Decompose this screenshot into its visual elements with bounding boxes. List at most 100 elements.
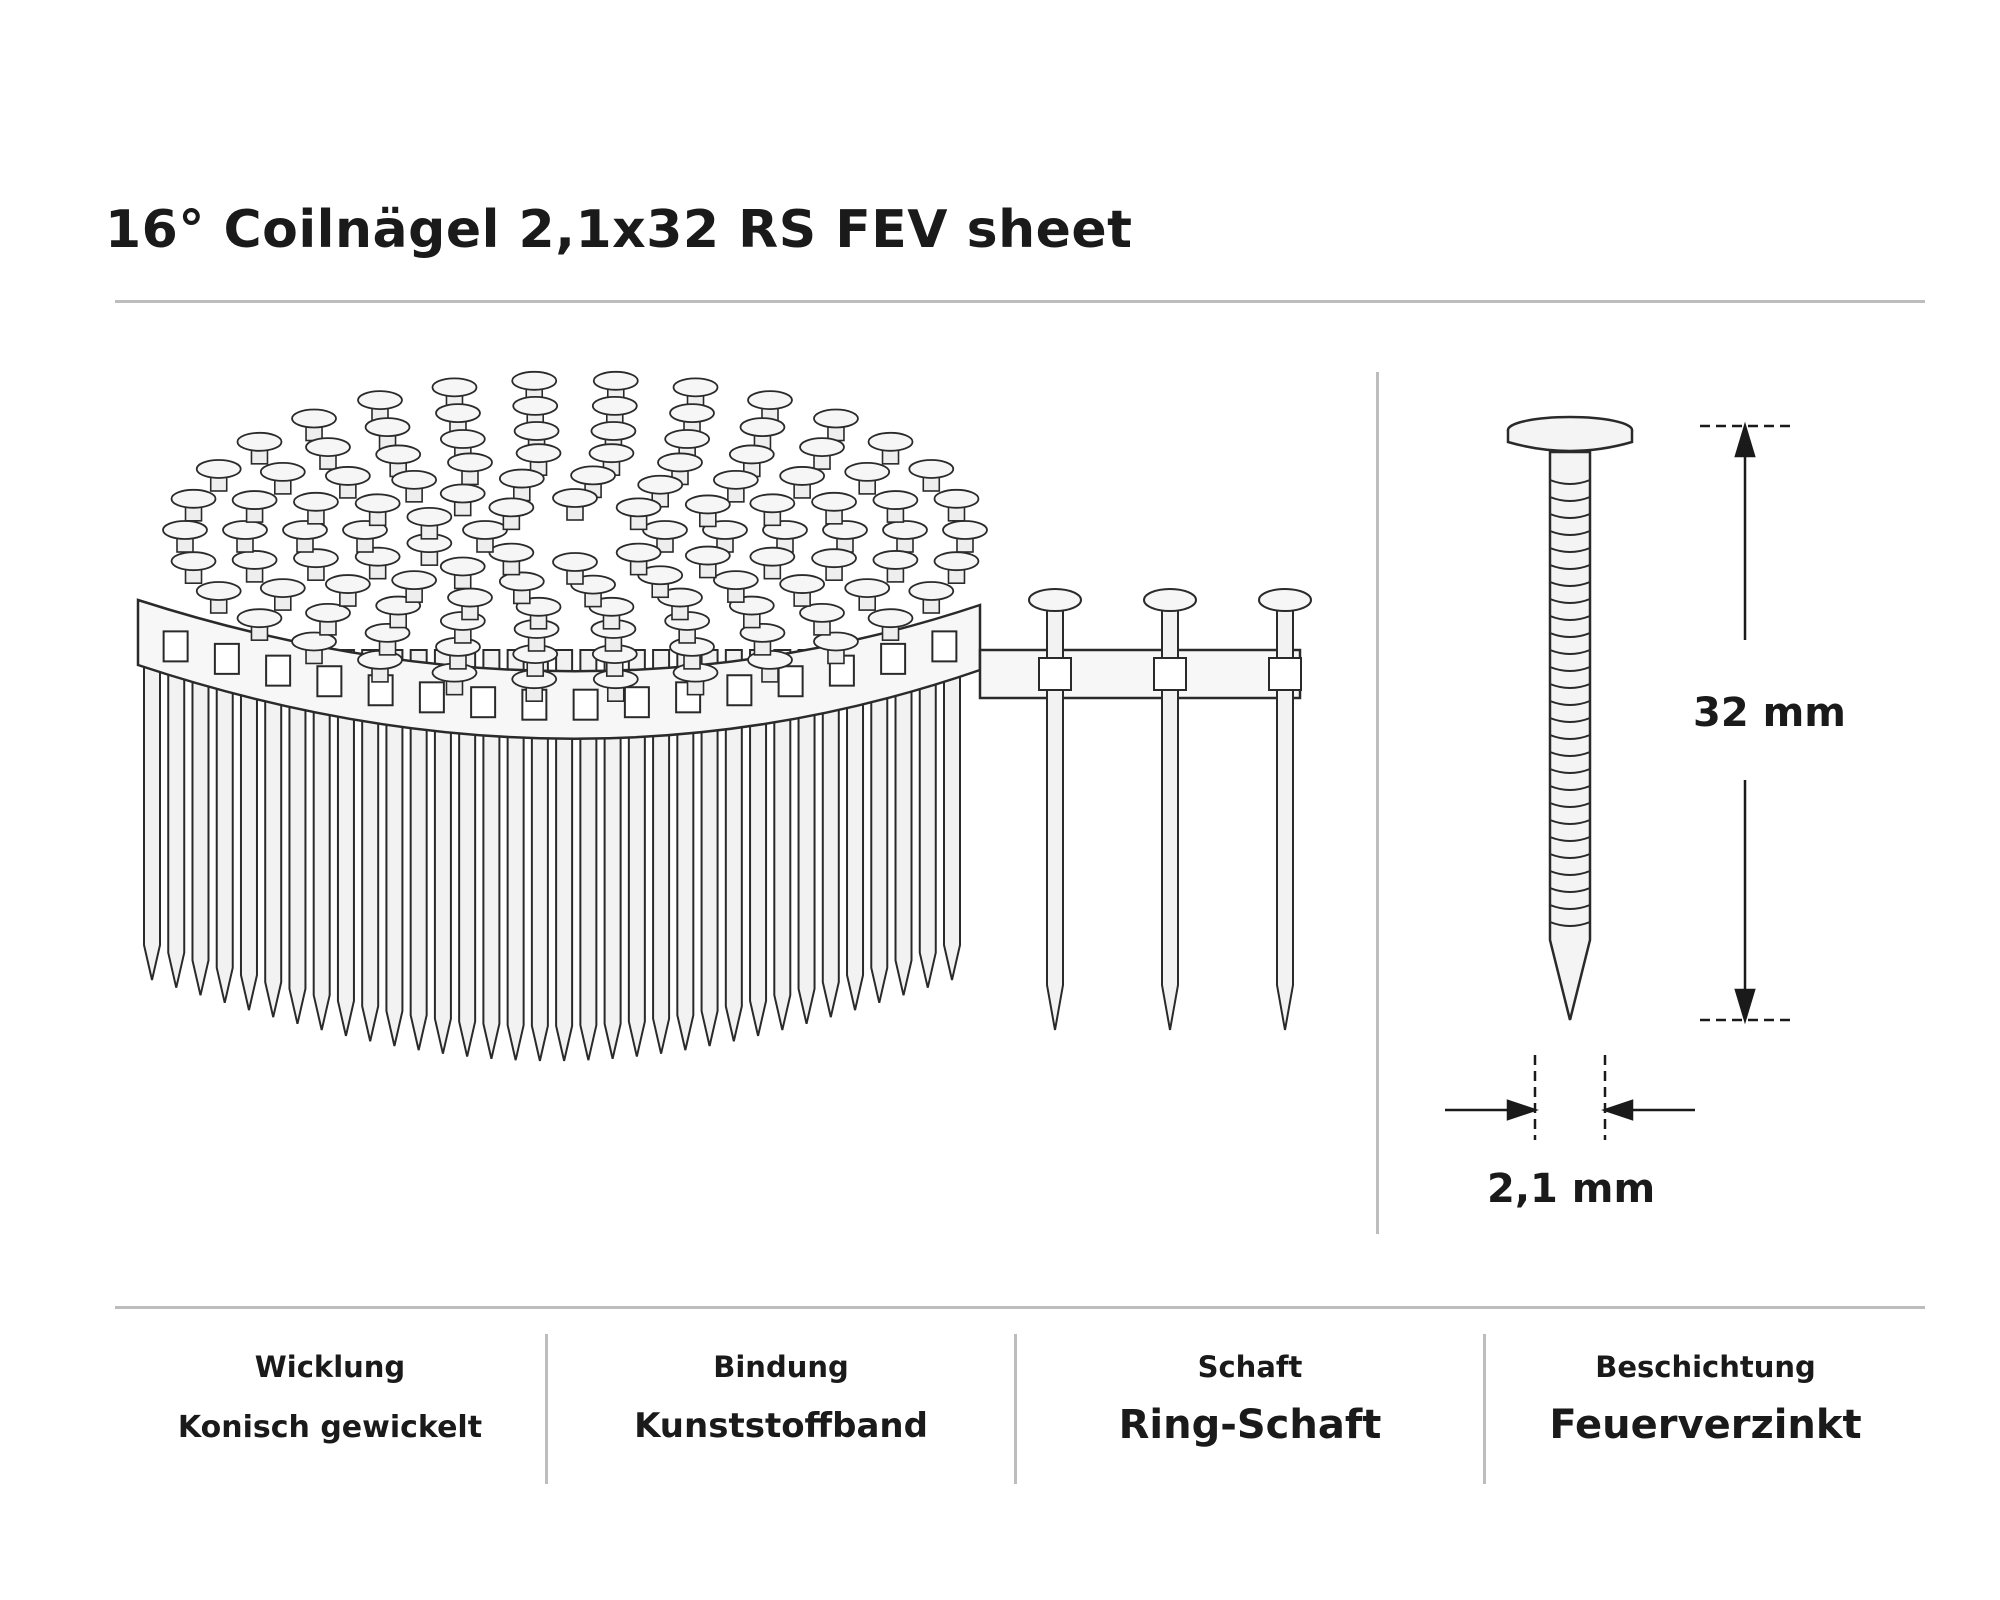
spec-value: Konisch gewickelt (177, 1410, 483, 1445)
coil-nail-head (447, 452, 493, 473)
band-slot (213, 642, 240, 675)
coil-nail-shank (143, 649, 161, 981)
nail-ring (1549, 615, 1591, 621)
coil-nail-shank (773, 649, 792, 1031)
nail-ring (1549, 530, 1591, 536)
spec-separator (1014, 1334, 1017, 1484)
nail-ring (1549, 751, 1591, 757)
coil-nail-head (942, 520, 988, 540)
nail-ring (1549, 734, 1591, 740)
coil-nail-shank (724, 649, 743, 1042)
coil-nail-head (462, 520, 508, 540)
coil-nail-head (908, 581, 955, 601)
coil-nail-head (867, 608, 914, 629)
coil-nail-head (391, 469, 438, 490)
nail-shank (1548, 450, 1592, 1021)
coil-nail-head (195, 581, 242, 601)
coil-nail-head (552, 488, 598, 508)
coil-nail-head (259, 462, 306, 482)
loose-strip-slot (1153, 657, 1187, 691)
nail-ring (1549, 819, 1591, 825)
coil-nail-head (684, 545, 731, 566)
coil-nail-head (844, 578, 891, 598)
band-slot (931, 630, 958, 663)
coil-nail-head (447, 587, 493, 608)
page-title: 16° Coilnägel 2,1x32 RS FEV sheet (105, 200, 1133, 260)
coil-nail-shank (918, 649, 937, 988)
coil-nail-head (236, 608, 283, 629)
coil-nail-head (515, 443, 562, 464)
coil-nail-head (728, 444, 775, 465)
spec-label: Wicklung (254, 1350, 406, 1384)
coil-nail-head (282, 520, 328, 540)
coil-nail-head (305, 602, 351, 623)
coil-nail-head (779, 466, 826, 486)
spec-value: Ring-Schaft (1118, 1402, 1382, 1448)
spec-schaft: Schaft Ring-Schaft (1017, 1330, 1483, 1490)
coil-nail-shank (700, 649, 719, 1047)
vertical-divider (1376, 372, 1379, 1234)
band-slot (265, 654, 292, 687)
nail-ring (1549, 785, 1591, 791)
coil-nail-shank (361, 649, 380, 1042)
coil-nail-head (236, 431, 283, 452)
coil-nail-shank (239, 649, 258, 1011)
coil-nail-head (354, 493, 401, 514)
nail-ring (1549, 887, 1591, 893)
coil-nail-shank (482, 649, 501, 1059)
nail-ring (1549, 479, 1591, 485)
coil-nail-head (588, 443, 635, 464)
nail-ring (1549, 870, 1591, 876)
nail-ring (1549, 496, 1591, 502)
coil-nail-head (439, 483, 486, 504)
coil-nail-head (591, 396, 638, 416)
band-slot (726, 674, 753, 707)
diameter-dimension-label: 2,1 mm (1487, 1166, 1656, 1212)
coil-nail-head (813, 408, 859, 429)
coil-nail-head (375, 444, 422, 465)
spec-separator (545, 1334, 548, 1484)
coil-nail-head (811, 491, 857, 512)
nail-coil-illustration (80, 340, 1320, 1160)
spec-separator (1483, 1334, 1486, 1484)
coil-nail-head (872, 550, 919, 570)
coil-nail-head (498, 468, 545, 489)
coil-nail-head (844, 462, 891, 482)
nail-ring (1549, 802, 1591, 808)
coil-nail-shank (652, 649, 671, 1054)
coil-nail-head (813, 631, 859, 652)
coil-nail-head (291, 408, 337, 429)
coil-nail-head (231, 550, 278, 570)
nail-ring (1549, 717, 1591, 723)
coil-nail-head (933, 551, 980, 572)
coil-nail-head (222, 520, 268, 540)
coil-nail-head (822, 520, 868, 540)
coil-nail-head (435, 403, 481, 424)
nail-rings (1549, 479, 1591, 927)
coil-nail-head (615, 542, 662, 563)
coil-nail-head (513, 421, 560, 441)
coil-nail-head (324, 466, 371, 486)
coil-nail-head (195, 459, 242, 479)
diameter-dimension (1420, 1050, 1720, 1160)
coil-nail-shank (385, 649, 404, 1047)
coil-nail-head (293, 491, 339, 512)
nail-ring (1549, 547, 1591, 553)
loose-strip-slot (1268, 657, 1302, 691)
length-dimension-label: 32 mm (1693, 690, 1846, 736)
coil-nail-head (799, 437, 845, 458)
nail-ring (1549, 581, 1591, 587)
coil-nail-head (747, 390, 793, 410)
coil-nail-head (684, 494, 731, 515)
coil-nail-head (170, 551, 217, 572)
nail-ring (1549, 598, 1591, 604)
coil-nail-shank (409, 649, 428, 1051)
nail-ring (1549, 513, 1591, 519)
coil-nail-head (498, 571, 545, 592)
coil-nail-head (357, 390, 403, 410)
coil-nail-shank (627, 649, 646, 1057)
band-slot (418, 681, 445, 714)
nail-coil-drawing (136, 370, 1312, 1062)
loose-nail-head (1143, 588, 1197, 612)
coil-nail-shank (191, 649, 210, 996)
